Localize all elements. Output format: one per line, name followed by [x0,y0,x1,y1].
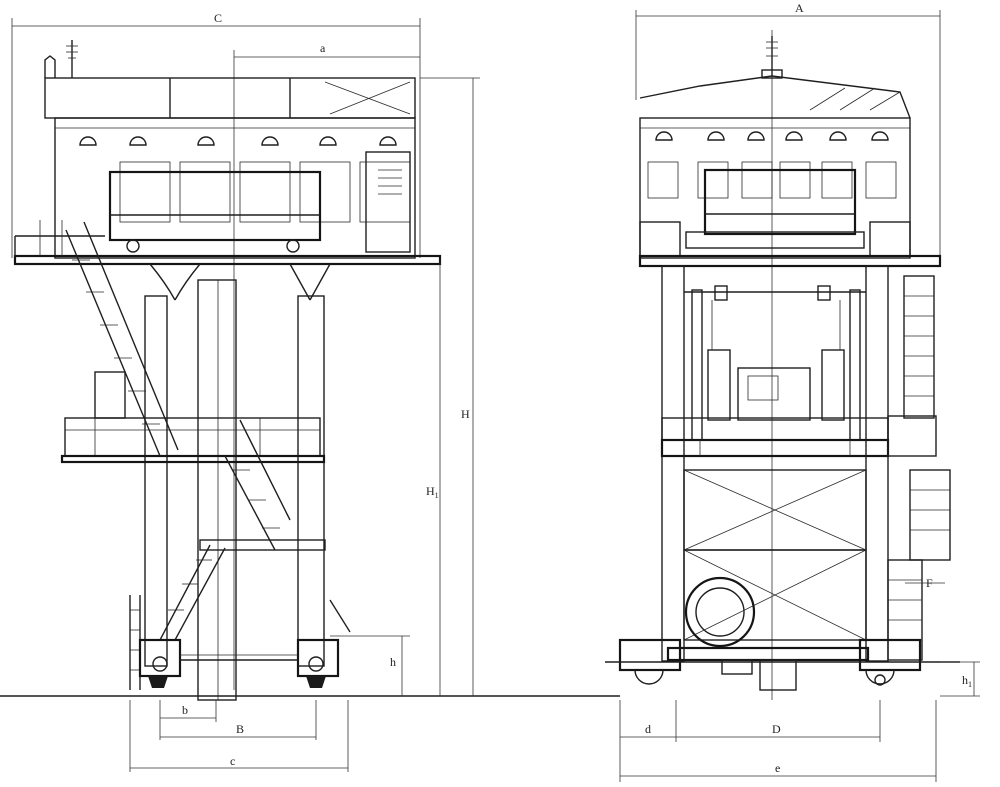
dim-label-h1-sub: 1 [968,680,972,689]
dim-label-F: F [926,576,933,590]
dim-label-c: c [230,754,235,768]
dim-label-b: b [182,703,188,717]
dim-label-H1: H1 [426,484,439,500]
front-elevation-view [605,10,980,782]
dim-label-H: H [461,407,470,421]
dim-label-a: a [320,41,326,55]
dim-label-h1: h1 [962,673,972,689]
dim-label-e: e [775,761,780,775]
dim-label-H1-main: H [426,484,435,498]
dim-label-h1-main: h [962,673,968,687]
dim-label-B: B [236,722,244,736]
dim-label-C: C [214,11,222,25]
dim-label-D: D [772,722,781,736]
dim-label-H1-sub: 1 [435,491,439,500]
dim-label-d: d [645,722,651,736]
dim-label-h: h [390,655,396,669]
side-elevation-view [0,18,620,772]
dim-label-A: A [795,1,804,15]
